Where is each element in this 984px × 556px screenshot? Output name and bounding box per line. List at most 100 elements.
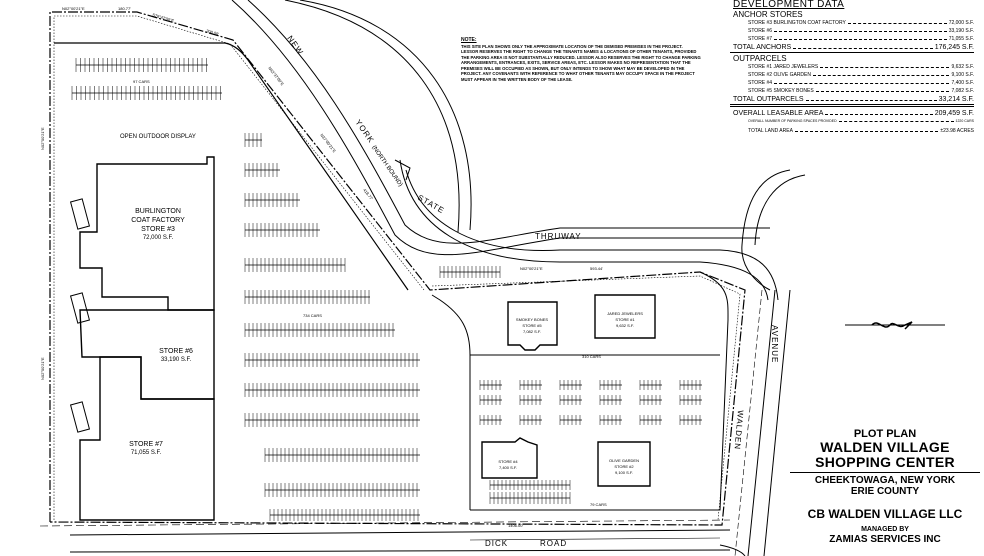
- road-label-walden: WALDEN: [733, 410, 745, 451]
- parking-row: [244, 383, 420, 397]
- svg-text:418.77': 418.77': [362, 188, 374, 202]
- svg-text:72,000 S.F.: 72,000 S.F.: [143, 235, 174, 241]
- walden-avenue-roadway: [734, 289, 791, 556]
- road-label-york: YORK: [353, 118, 376, 145]
- parking-row: [599, 415, 622, 425]
- svg-text:STORE #6: STORE #6: [159, 348, 193, 355]
- parking-row: [244, 323, 395, 337]
- building-jared-jewelers: JARED JEWELERS STORE #1 9,632 S.F.: [594, 294, 656, 339]
- label-734-cars: 734 CARS: [303, 313, 322, 318]
- parking-row: [244, 193, 300, 207]
- svg-text:7,082 S.F.: 7,082 S.F.: [523, 329, 541, 334]
- building-olive-garden: OLIVE GARDEN STORE #2 9,100 S.F.: [597, 441, 651, 487]
- svg-text:N02°00'21"E: N02°00'21"E: [520, 266, 543, 271]
- parking-row: [479, 380, 502, 390]
- parking-row: [599, 395, 622, 405]
- parking-row: [244, 133, 262, 147]
- svg-text:33,190 S.F.: 33,190 S.F.: [161, 357, 192, 363]
- development-data-table: DEVELOPMENT DATA ANCHOR STORES STORE #3 …: [730, 0, 974, 135]
- title-location: CHEEKTOWAGA, NEW YORK: [814, 475, 956, 486]
- parking-row: [244, 413, 420, 427]
- parking-row: [559, 415, 582, 425]
- svg-text:593.44': 593.44': [590, 266, 603, 271]
- site-plan-note: NOTE: THIS SITE PLAN SHOWS ONLY THE APPR…: [461, 37, 701, 82]
- parking-row: [264, 483, 420, 497]
- road-label-avenue: AVENUE: [770, 325, 779, 363]
- svg-text:71,055 S.F.: 71,055 S.F.: [131, 450, 162, 456]
- road-label-road: ROAD: [540, 539, 567, 548]
- svg-text:180.77': 180.77': [118, 6, 131, 11]
- title-project-name-1: WALDEN VILLAGE: [820, 439, 950, 455]
- title-project-name-2: SHOPPING CENTER: [815, 454, 955, 470]
- svg-text:STORE #4: STORE #4: [498, 459, 518, 464]
- note-text: THIS SITE PLAN SHOWS ONLY THE APPROXIMAT…: [461, 43, 701, 82]
- parking-row: [679, 380, 702, 390]
- boundary-bearings: N02°00'21"E 180.77' S78°42'00"E 308.00' …: [40, 6, 603, 528]
- parking-row: [269, 509, 420, 521]
- parking-row: [75, 58, 208, 72]
- north-arrow-icon: [845, 321, 945, 330]
- svg-text:308.00': 308.00': [206, 28, 220, 36]
- parking-row: [559, 395, 582, 405]
- label-310-cars: 310 CARS: [582, 354, 601, 359]
- outparcel-curb: [431, 271, 729, 511]
- parking-row: [244, 258, 346, 272]
- outparcels-heading: OUTPARCELS: [733, 54, 787, 63]
- label-97-cars: 97 CARS: [133, 79, 150, 84]
- svg-text:COAT FACTORY: COAT FACTORY: [131, 217, 185, 224]
- svg-text:STORE #3: STORE #3: [141, 226, 175, 233]
- svg-text:STORE #5: STORE #5: [522, 323, 542, 328]
- svg-text:N37°00'21"E: N37°00'21"E: [319, 133, 337, 154]
- parking-row: [599, 380, 622, 390]
- note-heading: NOTE:: [461, 37, 477, 43]
- setback-line: [53, 15, 741, 521]
- parking-row: [679, 395, 702, 405]
- parking-row: [264, 448, 420, 462]
- parking-row: [519, 395, 542, 405]
- building-store-4: STORE #4 7,400 S.F.: [481, 437, 538, 479]
- parking-row: [479, 395, 502, 405]
- parking-row: [489, 492, 571, 504]
- parking-row: [639, 395, 662, 405]
- thruway-roadway: [231, 0, 806, 301]
- svg-text:SMOKEY BONES: SMOKEY BONES: [516, 317, 548, 322]
- title-plot-plan: PLOT PLAN: [853, 428, 917, 440]
- parking-row: [489, 480, 571, 490]
- parking-row: [639, 415, 662, 425]
- site-curb: [54, 42, 409, 291]
- label-open-outdoor-display: OPEN OUTDOOR DISPLAY: [120, 134, 196, 140]
- parking-row: [639, 380, 662, 390]
- svg-text:STORE #7: STORE #7: [129, 441, 163, 448]
- building-store-7: STORE #7 71,055 S.F.: [79, 356, 215, 521]
- title-block: PLOT PLAN WALDEN VILLAGE SHOPPING CENTER…: [790, 428, 980, 545]
- title-county: ERIE COUNTY: [850, 486, 920, 497]
- parking-row: [519, 415, 542, 425]
- road-label-dick: DICK: [485, 539, 508, 548]
- parking-stalls: [71, 58, 702, 521]
- road-label-thruway: THRUWAY: [535, 232, 582, 241]
- svg-text:9,100 S.F.: 9,100 S.F.: [615, 470, 633, 475]
- svg-text:N02°00'21"E: N02°00'21"E: [62, 6, 85, 11]
- parking-row: [559, 380, 582, 390]
- building-smokey-bones: SMOKEY BONES STORE #5 7,082 S.F.: [507, 301, 558, 351]
- anchor-stores-heading: ANCHOR STORES: [733, 10, 803, 19]
- property-boundary: [49, 11, 746, 526]
- svg-text:S78°42'00"E: S78°42'00"E: [152, 12, 175, 23]
- svg-text:9,632 S.F.: 9,632 S.F.: [616, 323, 634, 328]
- road-label-state: STATE: [416, 193, 446, 216]
- development-data-heading: DEVELOPMENT DATA: [733, 0, 845, 10]
- title-manager: ZAMIAS SERVICES INC: [829, 534, 941, 545]
- svg-text:STORE #2: STORE #2: [614, 464, 634, 469]
- building-burlington-coat-factory: BURLINGTON COAT FACTORY STORE #3 72,000 …: [79, 156, 215, 311]
- road-label-new: NEW: [285, 34, 305, 57]
- svg-text:JARED JEWELERS: JARED JEWELERS: [607, 311, 643, 316]
